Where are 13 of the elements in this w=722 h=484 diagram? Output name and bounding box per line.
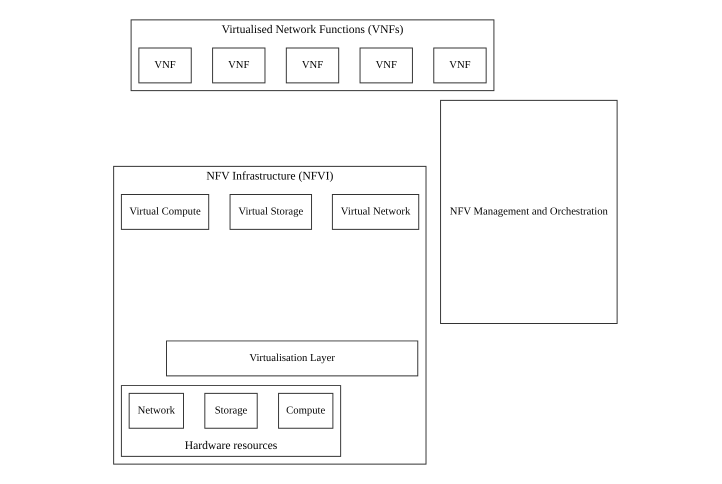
node-box: NFV Management and Orchestration <box>440 100 618 324</box>
node-box: Network <box>128 392 184 429</box>
node-box: VNF <box>212 48 265 84</box>
node-box: Virtual Compute <box>120 194 209 230</box>
node-box: VNF <box>359 48 412 84</box>
node-box: Virtual Network <box>331 194 419 230</box>
node-box: Storage <box>204 392 258 429</box>
node-box: Compute <box>278 392 333 429</box>
node-box: Virtual Storage <box>229 194 312 230</box>
node-box: Virtualisation Layer <box>166 340 418 376</box>
node-box: VNF <box>285 48 339 84</box>
node-box: VNF <box>432 48 486 84</box>
node-box: VNF <box>138 48 192 84</box>
